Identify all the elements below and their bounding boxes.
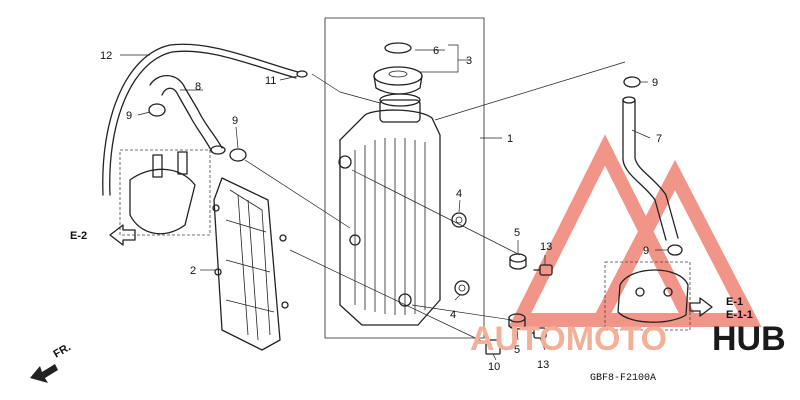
callout-9-d: 9 (643, 245, 649, 257)
radiator-cap (373, 42, 423, 95)
ref-label-e1[interactable]: E-1 (726, 296, 743, 308)
callout-7: 7 (656, 133, 662, 145)
callout-13-upper: 13 (540, 241, 552, 253)
callout-5-lower: 5 (514, 344, 520, 356)
watermark-logo (508, 134, 762, 327)
callout-9-b: 9 (232, 115, 238, 127)
callout-2: 2 (190, 265, 196, 277)
grommet (451, 212, 470, 296)
callout-1: 1 (507, 133, 513, 145)
callout-10: 10 (488, 361, 500, 373)
callout-4-lower: 4 (450, 309, 456, 321)
leader-lines (120, 44, 668, 361)
tube-clip (296, 70, 308, 78)
callout-8: 8 (195, 81, 201, 93)
engine-fitting-left (119, 149, 211, 236)
watermark-brand-left: AUTOMOTO (470, 320, 667, 358)
radiator (338, 93, 441, 326)
front-direction-label: FR. (52, 341, 73, 360)
upper-hose-left (149, 74, 226, 155)
callout-3: 3 (466, 55, 472, 67)
drawing-code: GBF8-F2100A (590, 373, 656, 384)
collar (508, 253, 527, 330)
engine-fitting-right (604, 261, 691, 331)
front-arrow-icon (30, 364, 58, 383)
callout-4-upper: 4 (456, 188, 462, 200)
ref-arrow-e2[interactable] (109, 224, 136, 246)
bolt (527, 264, 553, 339)
watermark-brand-right: HUB (712, 320, 786, 358)
callout-9-c: 9 (652, 77, 658, 89)
callout-12: 12 (100, 50, 112, 62)
callout-5-upper: 5 (514, 227, 520, 239)
callout-6: 6 (433, 45, 439, 57)
callout-11: 11 (265, 75, 276, 87)
overflow-tube (102, 43, 299, 196)
ref-label-e2[interactable]: E-2 (70, 230, 87, 242)
callout-9-a: 9 (126, 110, 132, 122)
ref-arrow-e1[interactable] (689, 297, 713, 317)
radiator-shroud (212, 177, 289, 351)
lower-hose-right (622, 96, 679, 241)
callout-13-lower: 13 (537, 359, 549, 371)
assembly-frame (324, 17, 485, 339)
ref-label-e1-1[interactable]: E-1-1 (726, 309, 753, 321)
